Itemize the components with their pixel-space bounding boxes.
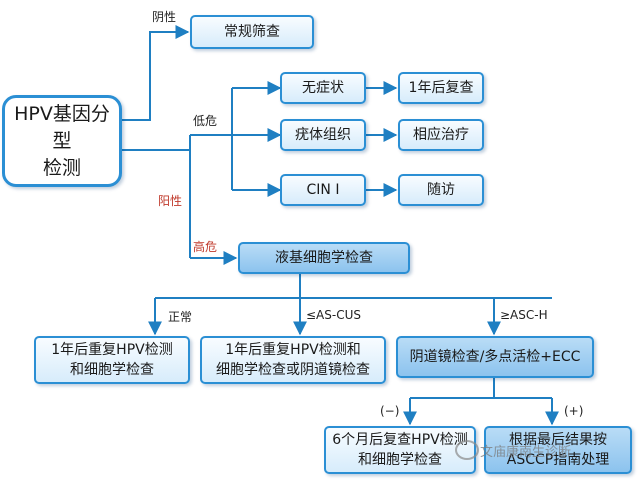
watermark-text: 文庙康南生诊断 <box>480 445 572 460</box>
negative-result-label: (−) <box>380 404 400 418</box>
wechat-icon <box>455 440 479 460</box>
asccp-guideline-box: 根据最后结果按 ASCCP指南处理 <box>484 426 632 474</box>
positive-result-label: (+) <box>564 404 584 418</box>
recheck-one-year-box: 1年后复查 <box>398 72 484 104</box>
liquid-based-cytology-box: 液基细胞学检查 <box>238 242 410 274</box>
routine-screening-box: 常规筛查 <box>190 15 314 49</box>
hpv-genotyping-box: HPV基因分型 检测 <box>2 95 122 187</box>
cin1-box: CIN I <box>280 174 366 206</box>
repeat-hpv-cytology-colposcopy-box: 1年后重复HPV检测和 细胞学检查或阴道镜检查 <box>200 336 386 384</box>
condyloma-box: 疣体组织 <box>280 119 366 151</box>
asymptomatic-box: 无症状 <box>280 72 366 104</box>
asch-label: ≥ASC-H <box>500 308 548 322</box>
treatment-box: 相应治疗 <box>398 119 484 151</box>
high-risk-label: 高危 <box>193 240 218 254</box>
low-risk-label: 低危 <box>193 114 218 128</box>
normal-label: 正常 <box>168 310 193 324</box>
connector-negative <box>120 25 190 121</box>
positive-label: 阳性 <box>158 194 183 208</box>
ascus-label: ≤AS-CUS <box>306 308 361 322</box>
follow-up-box: 随访 <box>398 174 484 206</box>
negative-label: 阴性 <box>152 10 177 24</box>
repeat-hpv-cytology-box: 1年后重复HPV检测 和细胞学检查 <box>34 336 190 384</box>
colposcopy-biopsy-box: 阴道镜检查/多点活检+ECC <box>396 336 594 378</box>
six-month-recheck-box: 6个月后复查HPV检测 和细胞学检查 <box>324 426 476 474</box>
